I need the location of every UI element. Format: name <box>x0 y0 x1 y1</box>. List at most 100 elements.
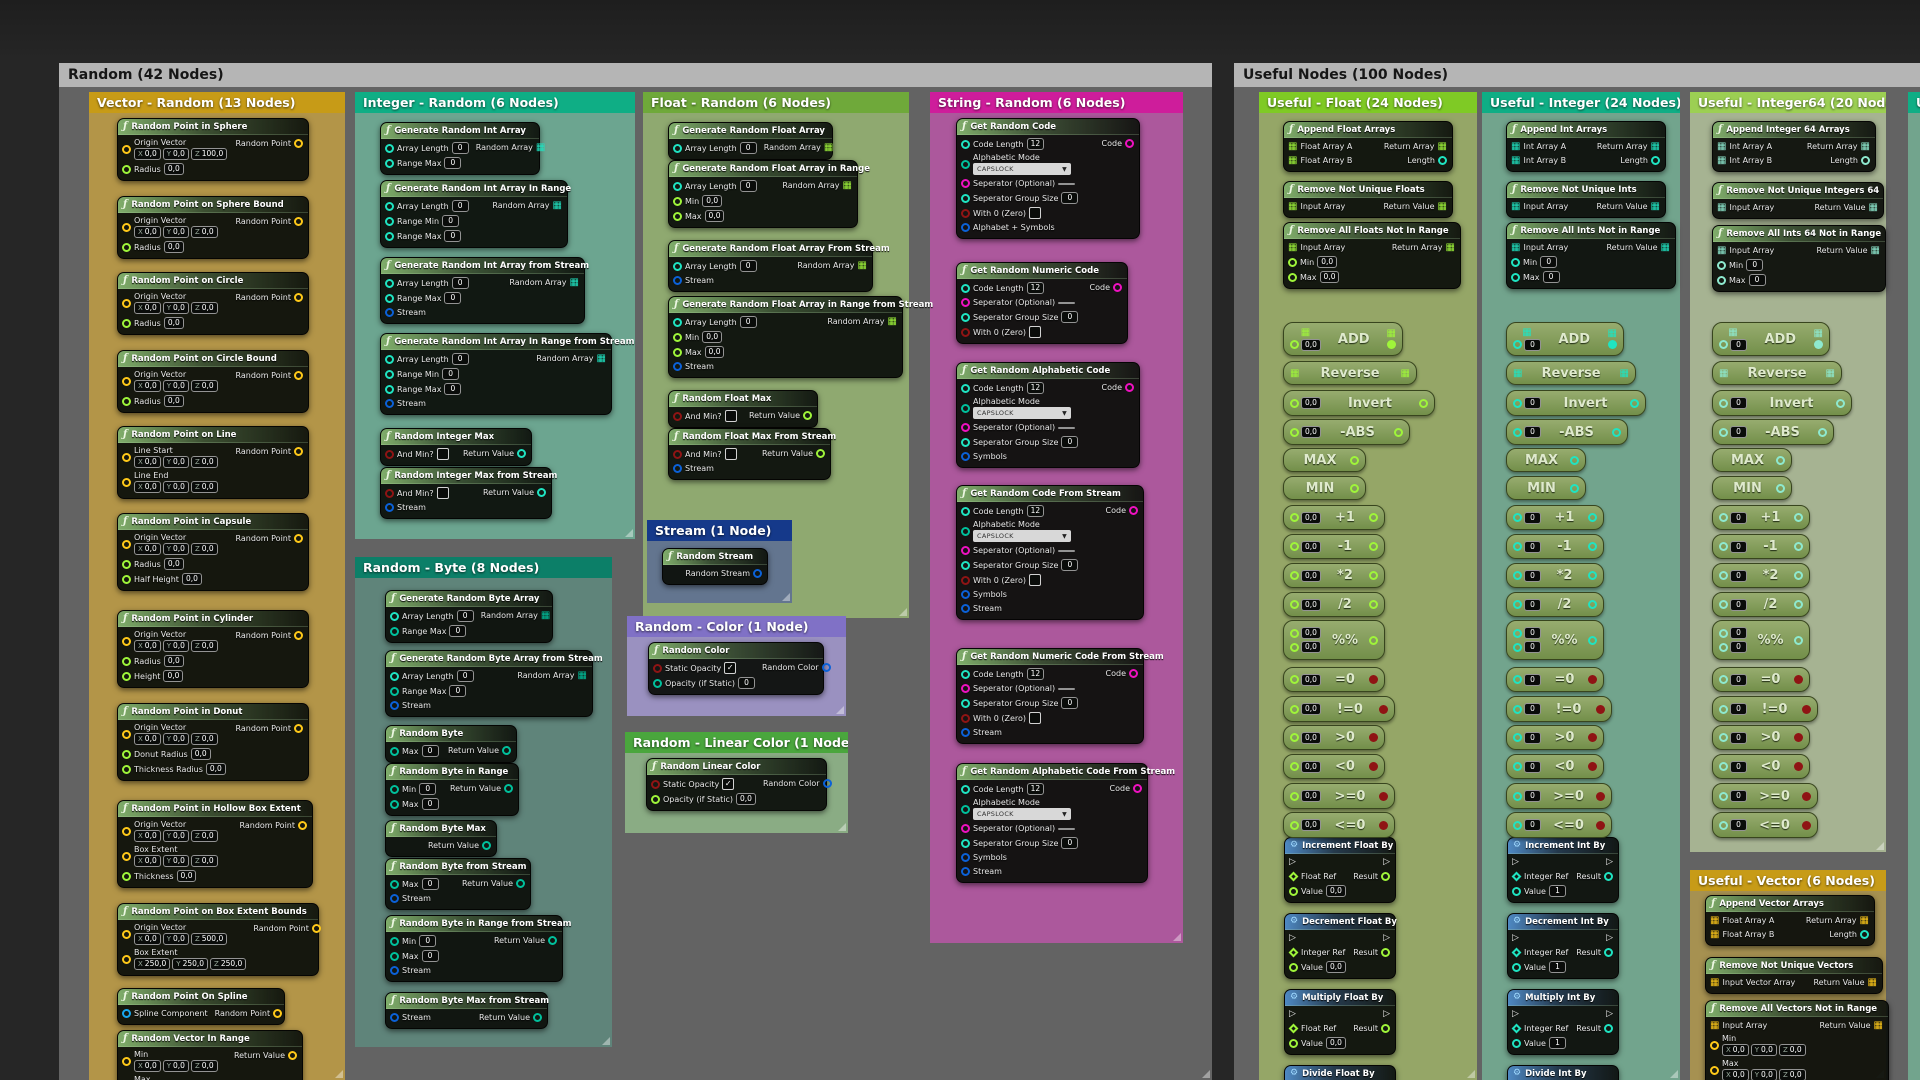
float-array-pin[interactable]: ▦ <box>1290 367 1300 379</box>
int-pin[interactable] <box>1513 675 1522 684</box>
vector-pin[interactable] <box>122 929 131 939</box>
int-pin[interactable] <box>385 293 394 303</box>
float-pin[interactable] <box>1381 948 1390 957</box>
int-pin[interactable] <box>673 261 682 271</box>
float-pin[interactable] <box>1290 675 1299 684</box>
bool-pin[interactable] <box>1794 675 1803 684</box>
vector-pin[interactable] <box>122 636 131 646</box>
int-pin[interactable] <box>1513 398 1522 408</box>
pill-node-2-int64[interactable]: 0/2 <box>1712 592 1810 617</box>
value-field[interactable]: 12 <box>1026 505 1045 517</box>
int64-pin[interactable] <box>1719 704 1728 714</box>
int-pin[interactable] <box>1512 886 1521 896</box>
enum-dropdown[interactable]: CAPSLOCK▼ <box>973 407 1071 419</box>
string-pin[interactable] <box>1125 139 1134 148</box>
vector-pin[interactable] <box>294 217 303 226</box>
int-pin[interactable] <box>1513 600 1522 609</box>
int64-pin[interactable] <box>1719 733 1728 742</box>
vector-pin[interactable] <box>294 447 303 456</box>
int-pin[interactable] <box>1513 762 1522 771</box>
value-field[interactable]: 0,0 <box>163 163 184 175</box>
exec-out-pin[interactable]: ▷ <box>1606 933 1613 943</box>
value-field[interactable]: 0,0 <box>1301 760 1321 773</box>
value-field[interactable]: 0 <box>419 783 437 795</box>
int64-pin[interactable] <box>1776 483 1785 493</box>
int-pin[interactable] <box>961 383 970 393</box>
struct-pin[interactable] <box>961 452 970 461</box>
float-pin[interactable] <box>803 411 812 420</box>
int64-array-pin[interactable]: ▦ <box>1717 155 1727 166</box>
value-field[interactable]: 0,0 <box>163 395 184 407</box>
value-field[interactable]: 0 <box>1748 274 1766 286</box>
value-field[interactable]: 0,0 <box>163 241 184 253</box>
int64-array-pin[interactable]: ▦ <box>1717 141 1727 152</box>
int64-pin[interactable] <box>1719 791 1728 801</box>
int-pin[interactable] <box>1513 791 1522 801</box>
checkbox[interactable] <box>436 487 449 499</box>
vector-pin[interactable] <box>122 452 131 462</box>
struct-pin[interactable] <box>821 663 831 672</box>
int64-pin[interactable] <box>1719 642 1728 652</box>
value-field[interactable]: 0,0 <box>736 793 756 805</box>
float-pin[interactable] <box>1290 340 1299 349</box>
struct-pin[interactable] <box>822 779 832 788</box>
float-pin[interactable] <box>1369 513 1378 522</box>
exec-out-pin[interactable]: ▷ <box>1383 933 1390 943</box>
value-field[interactable]: 0 <box>421 745 439 757</box>
value-field[interactable]: 0 <box>444 292 462 304</box>
vector-array-pin[interactable]: ▦ <box>1867 977 1877 988</box>
int-pin[interactable] <box>1588 542 1597 551</box>
value-field[interactable]: 0,0 <box>1301 731 1321 744</box>
byte-pin[interactable] <box>961 804 970 814</box>
value-field[interactable]: 0,0 <box>1301 627 1321 639</box>
float-array-pin[interactable]: ▦ <box>842 180 852 191</box>
bool-pin[interactable] <box>1794 733 1803 742</box>
float-pin[interactable] <box>1290 762 1299 771</box>
string-pin[interactable] <box>1113 283 1122 292</box>
value-field[interactable]: 0 <box>442 215 460 227</box>
exec-out-pin[interactable]: ▷ <box>1383 1009 1390 1019</box>
struct-pin[interactable] <box>961 728 970 737</box>
value-field[interactable]: 0 <box>1524 731 1541 744</box>
int-pin[interactable] <box>1588 635 1597 645</box>
bool-pin[interactable] <box>673 411 682 421</box>
value-field[interactable]: 0,0 <box>1301 569 1321 582</box>
struct-pin[interactable] <box>961 867 970 876</box>
pill-node-1-float[interactable]: 0,0+1 <box>1283 505 1385 530</box>
float-pin[interactable] <box>122 749 131 759</box>
value-field[interactable]: 0 <box>1524 338 1541 351</box>
node-divide-float-by[interactable]: ⚙Divide Float By▷Float RefValue0,0▷Resul… <box>1284 1065 1396 1080</box>
value-field[interactable]: 0,0 <box>1301 673 1321 686</box>
value-field[interactable]: 0,0 <box>163 317 184 329</box>
checkbox[interactable]: ✓ <box>722 778 735 790</box>
exec-out-pin[interactable]: ▷ <box>1606 857 1613 867</box>
value-field[interactable]: 0,0 <box>1325 961 1346 973</box>
float-pin[interactable] <box>122 656 131 666</box>
value-field[interactable]: 0,0 <box>1301 426 1321 438</box>
section-header[interactable]: String - Random (6 Nodes) <box>930 92 1183 113</box>
int64-pin[interactable] <box>1719 542 1728 551</box>
int-array-pin[interactable]: ▦ <box>1511 141 1521 152</box>
exec-in-pin[interactable]: ▷ <box>1289 1009 1296 1019</box>
pill-node-0-float[interactable]: 0,0>=0 <box>1283 783 1395 809</box>
